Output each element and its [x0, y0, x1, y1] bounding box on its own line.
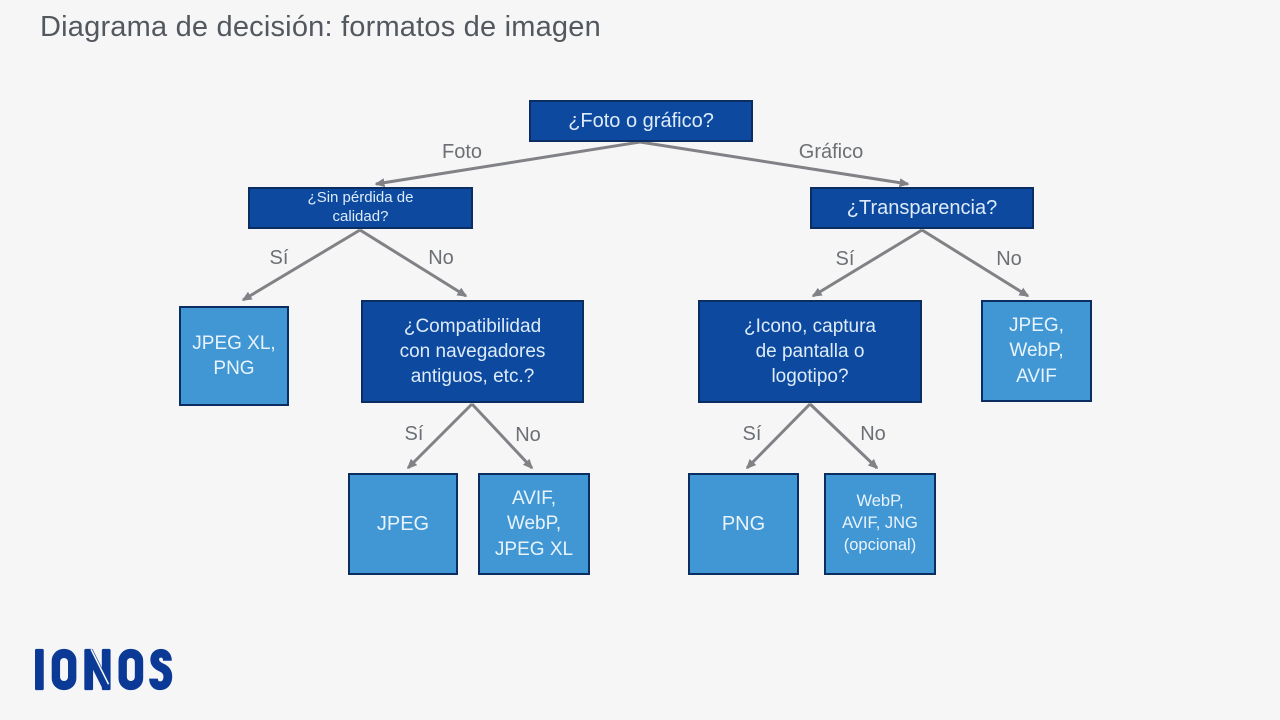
edge-lossless-si — [241, 228, 361, 302]
node-lossless-question: ¿Sin pérdida de calidad? — [248, 187, 473, 229]
edge-label-lossless-si: Sí — [269, 247, 289, 269]
node-result-jpegxl-png: JPEG XL, PNG — [179, 306, 289, 406]
edge-label-lossless-no: No — [428, 247, 454, 269]
edge-label-icon-si: Sí — [742, 423, 762, 445]
node-result-jpeg: JPEG — [348, 473, 458, 575]
edge-icon-si — [745, 402, 812, 470]
edge-label-transparency-si: Sí — [835, 248, 855, 270]
edge-label-compat-si: Sí — [404, 423, 424, 445]
page-title: Diagrama de decisión: formatos de imagen — [40, 11, 601, 43]
edge-label-foto: Foto — [441, 141, 483, 163]
edge-root-foto — [374, 140, 641, 188]
node-transparency-question: ¿Transparencia? — [810, 187, 1034, 229]
ionos-logo — [35, 645, 175, 694]
edge-transparency-no — [921, 228, 1030, 298]
node-root-question: ¿Foto o gráfico? — [529, 100, 753, 142]
node-compat-question: ¿Compatibilidad con navegadores antiguos… — [361, 300, 584, 403]
edge-label-transparency-no: No — [996, 248, 1022, 270]
ionos-logo-letters — [35, 648, 173, 691]
edge-lossless-no — [359, 228, 468, 298]
edge-compat-no — [470, 402, 534, 470]
edge-label-compat-no: No — [515, 424, 541, 446]
node-result-png: PNG — [688, 473, 799, 575]
edge-icon-no — [808, 402, 879, 470]
edge-compat-si — [406, 402, 474, 470]
edge-transparency-si — [811, 228, 923, 298]
edge-label-grafico: Gráfico — [798, 141, 864, 163]
edge-label-icon-no: No — [860, 423, 886, 445]
edge-root-grafico — [639, 140, 910, 188]
node-result-webp-avif-jng: WebP, AVIF, JNG (opcional) — [824, 473, 936, 575]
node-result-jpeg-webp-avif: JPEG, WebP, AVIF — [981, 300, 1092, 402]
node-icon-question: ¿Icono, captura de pantalla o logotipo? — [698, 300, 922, 403]
node-result-avif-webp-jpegxl: AVIF, WebP, JPEG XL — [478, 473, 590, 575]
